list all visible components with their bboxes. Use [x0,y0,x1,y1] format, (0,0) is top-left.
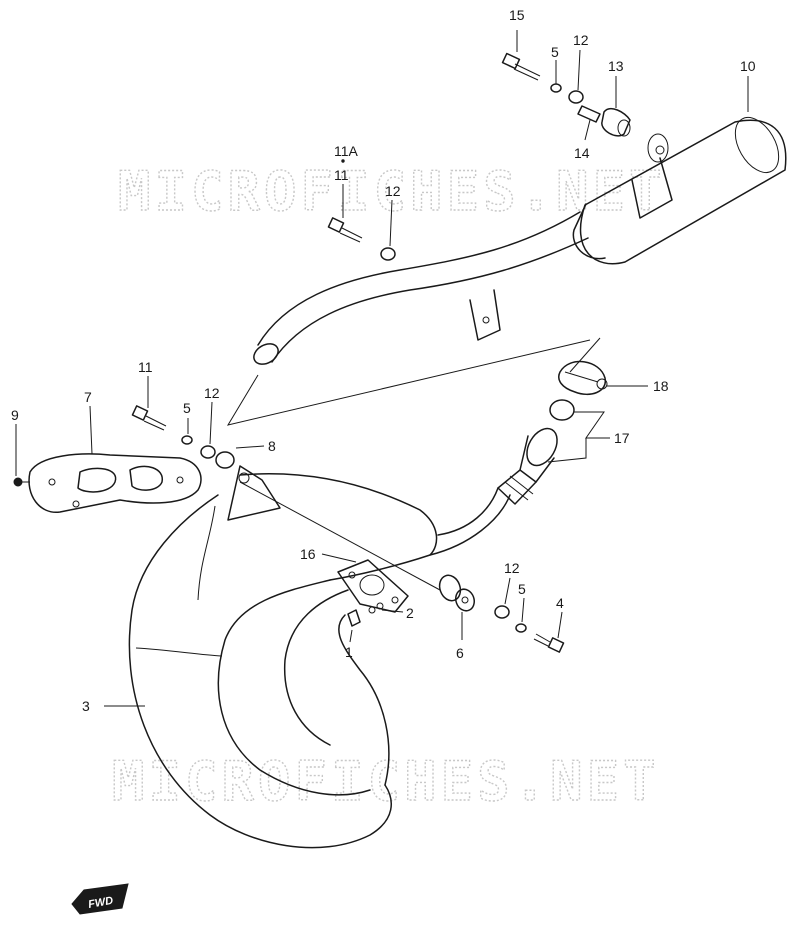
callout-13: 13 [608,58,624,74]
callout-11-upper: 11 [334,167,349,183]
callout-11a: 11A [334,143,359,159]
leader-8 [235,445,265,449]
callout-2: 2 [406,605,414,621]
callout-9: 9 [11,407,19,423]
callout-17: 17 [614,430,630,446]
stud-part-1[interactable] [347,609,361,627]
callout-12-left: 12 [204,385,220,401]
washer-part-12-left[interactable] [200,445,216,459]
bolt-part-15[interactable] [501,52,541,81]
leader-7 [89,405,93,455]
callout-11a-dot [341,159,345,163]
callout-11-lower: 11 [138,359,153,375]
o-ring[interactable] [549,399,575,421]
grommet-part-8[interactable] [215,451,235,469]
collar-part-13[interactable] [601,108,631,137]
spring-clamp[interactable] [558,360,608,396]
leader-12-top [577,49,581,91]
leader-1 [349,629,353,643]
expansion-chamber-part-3[interactable] [128,473,511,849]
leader-14 [584,119,591,141]
callout-12-upper: 12 [385,183,401,199]
callout-6: 6 [456,645,464,661]
callout-14: 14 [574,145,590,161]
washer-part-5-left[interactable] [181,435,193,445]
fwd-text: FWD [87,895,114,911]
callout-18: 18 [653,378,669,394]
joint-coupler [497,427,558,505]
bolt-part-11-upper[interactable] [327,217,363,243]
exhaust-flange-part-16[interactable] [337,559,409,613]
callout-5-top: 5 [551,44,559,60]
tail-pipe [253,211,589,365]
callout-8: 8 [268,438,276,454]
leader-12-left [209,401,213,445]
callout-16: 16 [300,546,316,562]
leader-16 [321,553,357,563]
heat-guard-part-7[interactable] [28,453,202,513]
gasket-part-2[interactable] [368,602,384,614]
callout-5-left: 5 [183,400,191,416]
callout-4: 4 [556,595,564,611]
leader-2 [381,609,404,613]
callout-12-right: 12 [504,560,520,576]
chamber-mount-bracket [227,465,281,521]
leader-12-upper [389,199,393,247]
spacer-part-14[interactable] [577,105,601,123]
callout-5-right: 5 [518,581,526,597]
bolt-part-11-lower[interactable] [131,405,167,431]
callout-7: 7 [84,389,92,405]
callout-1: 1 [345,644,353,660]
explode-line-tailpipe [226,339,591,426]
watermark-top: MICROFICHES.NET [118,160,666,223]
leader-17 [547,411,610,463]
leader-12-right [504,577,511,605]
washer-part-5-top[interactable] [550,83,562,93]
bolt-part-4[interactable] [533,633,565,653]
watermark-bottom: MICROFICHES.NET [112,750,660,813]
screw-part-9[interactable] [13,477,30,487]
explode-line-mount [239,481,441,591]
washer-part-12-top[interactable] [568,90,584,104]
leader-5-right [521,597,525,623]
callout-12-top: 12 [573,32,589,48]
washer-part-12-right[interactable] [494,605,510,619]
callout-10: 10 [740,58,756,74]
leader-4 [557,611,563,639]
washer-part-5-right[interactable] [515,623,527,633]
fwd-direction-badge: FWD [71,883,129,915]
leader-18-clamp [569,337,601,373]
washer-part-12-upper[interactable] [380,247,396,261]
grommet-part-6[interactable] [436,572,477,613]
callout-15: 15 [509,7,525,23]
callout-3: 3 [82,698,90,714]
